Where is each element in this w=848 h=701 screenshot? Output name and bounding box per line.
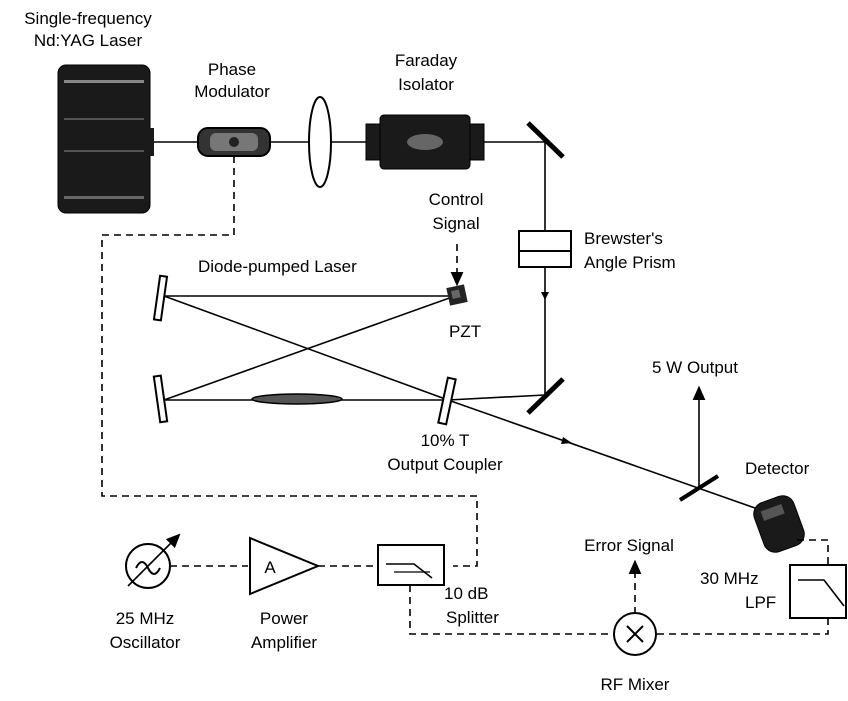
output-coupler-label-1: 10% T xyxy=(421,431,470,450)
focusing-lens xyxy=(308,96,332,188)
output-5w-label: 5 W Output xyxy=(652,358,738,377)
splitter-label-2: Splitter xyxy=(446,608,499,627)
phase-modulator-label-2: Modulator xyxy=(194,82,270,101)
control-signal-label-2: Signal xyxy=(432,214,479,233)
source-laser-label-2: Nd:YAG Laser xyxy=(34,31,143,50)
splitter-to-mixer-line xyxy=(409,585,614,635)
output-beam xyxy=(447,399,773,515)
lpf-label-2: LPF xyxy=(745,593,776,612)
cavity-cross-beam-2 xyxy=(163,295,456,401)
rf-drive-line xyxy=(101,156,478,567)
amplifier-label-2: Amplifier xyxy=(251,633,317,652)
injection-beam xyxy=(447,394,546,401)
gain-medium xyxy=(251,393,343,405)
pzt-label: PZT xyxy=(449,322,481,341)
phase-modulator xyxy=(197,127,271,157)
lpf-label-1: 30 MHz xyxy=(700,569,759,588)
faraday-isolator xyxy=(365,114,485,170)
brewster-label-2: Angle Prism xyxy=(584,253,676,272)
phase-modulator-label-1: Phase xyxy=(208,60,256,79)
brewster-label-1: Brewster's xyxy=(584,229,663,248)
cavity-mirror-bottom-left xyxy=(152,374,169,424)
detector-to-lpf-line xyxy=(797,539,829,565)
cavity-mirror-top-left xyxy=(152,274,169,322)
detector xyxy=(753,495,805,553)
lpf-to-mixer-line xyxy=(656,618,829,635)
splitter xyxy=(377,544,445,586)
steering-mirror-top xyxy=(526,121,565,159)
single-frequency-laser xyxy=(57,64,154,214)
power-amplifier xyxy=(249,536,321,596)
cavity-cross-beam-1 xyxy=(163,295,449,401)
oscillator xyxy=(125,533,181,589)
brewster-angle-prism xyxy=(518,230,572,268)
steering-mirror-bottom xyxy=(526,377,565,415)
rf-mixer-label: RF Mixer xyxy=(601,675,670,694)
source-laser-label-1: Single-frequency xyxy=(24,9,152,28)
splitter-label-1: 10 dB xyxy=(444,584,488,603)
beam-direction-arrow-down xyxy=(541,292,549,300)
output-beam-arrow xyxy=(561,437,572,444)
error-signal-label: Error Signal xyxy=(584,536,674,555)
control-signal-label-1: Control xyxy=(429,190,484,209)
oscillator-label-1: 25 MHz xyxy=(116,609,175,628)
low-pass-filter xyxy=(789,564,847,619)
output-coupler-label-2: Output Coupler xyxy=(387,455,503,474)
faraday-isolator-label-2: Isolator xyxy=(398,75,454,94)
pzt-mirror xyxy=(446,284,468,306)
detector-label: Detector xyxy=(745,459,810,478)
amplifier-symbol: A xyxy=(264,558,276,577)
diode-pumped-laser-label: Diode-pumped Laser xyxy=(198,257,357,276)
output-coupler-mirror xyxy=(437,376,457,426)
amplifier-label-1: Power xyxy=(260,609,309,628)
oscillator-label-2: Oscillator xyxy=(110,633,181,652)
faraday-isolator-label-1: Faraday xyxy=(395,51,458,70)
rf-mixer xyxy=(613,612,657,656)
